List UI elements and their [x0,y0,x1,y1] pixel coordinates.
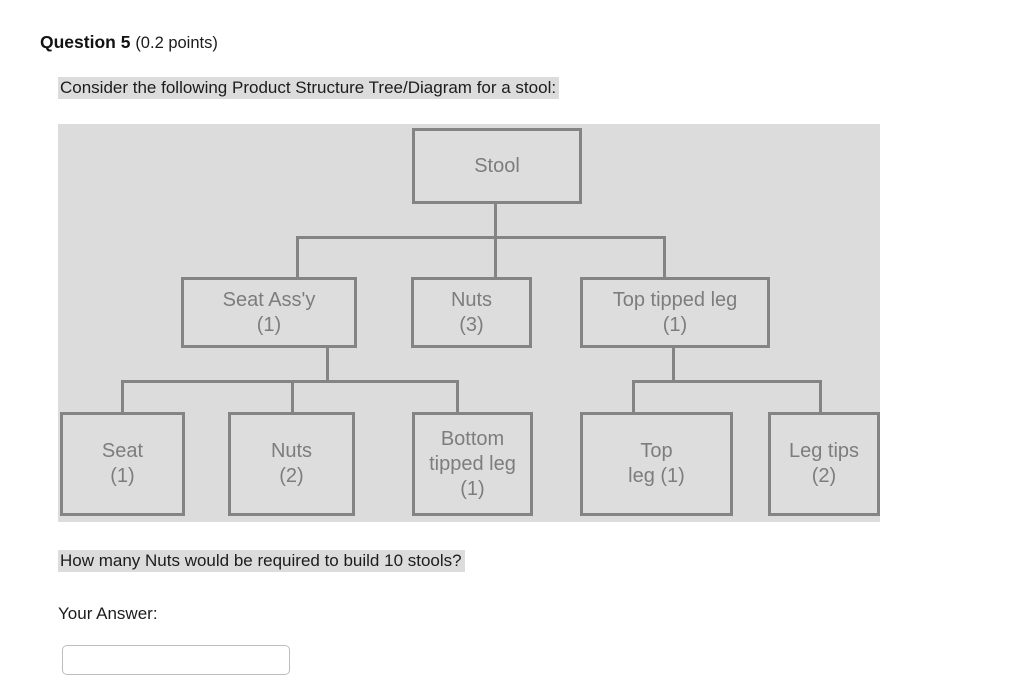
node-bottom-tipped-leg-line1: Bottom [440,427,505,450]
node-seat-assy-line1: Seat Ass'y [222,288,316,311]
connector-level2-bus [296,236,666,239]
prompt-question-text: How many Nuts would be required to build… [58,549,465,573]
connector-drop-nuts-level2 [494,236,497,277]
node-nuts-level3-line1: Nuts [270,440,313,462]
connector-seat-assy-stem [326,347,329,382]
connector-drop-top-tipped [663,236,666,277]
connector-drop-seat [121,380,124,412]
node-nuts-level3: Nuts (2) [228,412,355,516]
connector-level3-right-bus [632,380,822,383]
node-top-leg-line1: Top [640,440,673,462]
node-nuts-level2-line2: (3) [459,313,484,336]
node-nuts-level2-line1: Nuts [450,288,493,311]
question-number: Question 5 [40,32,131,52]
question-points: (0.2 points) [135,34,218,52]
node-seat-line2: (1) [110,465,135,487]
connector-top-tipped-stem [672,347,675,382]
connector-level3-left-bus [121,380,459,383]
node-top-tipped-leg-line1: Top tipped leg [612,288,738,311]
node-stool-line1: Stool [474,154,520,177]
node-top-leg: Top leg (1) [580,412,733,516]
prompt-question-highlight: How many Nuts would be required to build… [58,550,465,572]
node-bottom-tipped-leg-line2: tipped leg [429,452,516,475]
prompt-intro-highlight: Consider the following Product Structure… [58,77,560,99]
connector-drop-bottom-tipped [456,380,459,412]
node-stool: Stool [412,128,582,204]
node-nuts-level3-line2: (2) [279,465,304,487]
node-seat-assy: Seat Ass'y (1) [181,277,357,348]
connector-drop-seat-assy [296,236,299,277]
node-bottom-tipped-leg: Bottom tipped leg (1) [412,412,533,516]
answer-input[interactable] [62,645,290,675]
your-answer-label: Your Answer: [58,604,158,623]
question-header: Question 5 (0.2 points) [40,31,218,54]
node-top-tipped-leg: Top tipped leg (1) [580,277,770,348]
node-leg-tips: Leg tips (2) [768,412,880,516]
prompt-intro-text: Consider the following Product Structure… [58,76,560,100]
node-seat-line1: Seat [101,440,144,462]
connector-stool-stem [494,203,497,238]
node-leg-tips-line2: (2) [811,465,837,487]
node-nuts-level2: Nuts (3) [411,277,532,348]
connector-drop-top-leg [632,380,635,412]
node-bottom-tipped-leg-line3: (1) [460,477,485,500]
node-leg-tips-line1: Leg tips [788,440,860,462]
node-seat-assy-line2: (1) [256,313,282,336]
node-top-leg-line2: leg (1) [628,465,685,487]
node-seat: Seat (1) [60,412,185,516]
connector-drop-nuts-level3 [291,380,294,412]
product-structure-diagram: Stool Seat Ass'y (1) Nuts (3) Top tipped… [58,124,880,522]
connector-drop-leg-tips [819,380,822,412]
node-top-tipped-leg-line2: (1) [662,313,688,336]
